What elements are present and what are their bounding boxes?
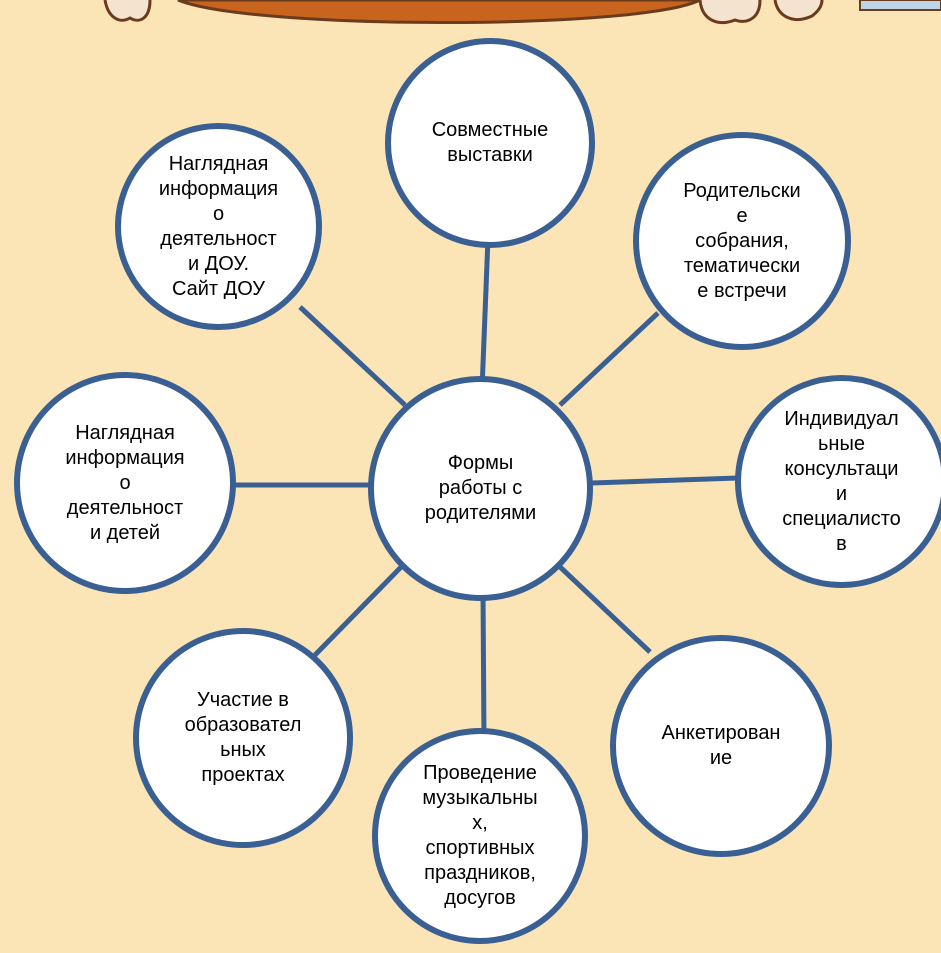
node-projects-label: Участие в образовател ьных проектах <box>184 689 302 786</box>
node-info-dou-label: Наглядная информация о деятельност и ДОУ… <box>158 152 279 300</box>
node-exhibitions-label: Совместные выставки <box>431 119 549 166</box>
node-info-children-label: Наглядная информация о деятельност и дет… <box>65 421 185 544</box>
node-holidays: Проведение музыкальны х, спортивных праз… <box>372 728 588 944</box>
connector-info-dou <box>298 305 407 407</box>
cartoon-hand-far-right <box>773 0 824 21</box>
node-exhibitions: Совместные выставки <box>385 38 595 248</box>
node-questionnaire-label: Анкетирован ие <box>661 722 781 769</box>
connector-projects <box>313 561 407 657</box>
node-meetings: Родительски е собрания, тематически е вс… <box>633 132 851 350</box>
cartoon-hand-left <box>103 0 152 22</box>
node-questionnaire: Анкетирован ие <box>610 635 832 857</box>
connector-meetings <box>558 311 660 407</box>
cartoon-hand-right <box>698 0 762 24</box>
cartoon-book <box>859 0 941 11</box>
node-center: Формы работы с родителями <box>368 376 593 601</box>
node-meetings-label: Родительски е собрания, тематически е вс… <box>683 179 801 302</box>
node-info-children: Наглядная информация о деятельност и дет… <box>14 372 236 594</box>
node-projects: Участие в образовател ьных проектах <box>133 628 353 848</box>
node-consultations-label: Индивидуал ьные консультаци и специалист… <box>782 407 901 555</box>
connector-holidays <box>480 591 487 741</box>
node-center-label: Формы работы с родителями <box>424 452 537 524</box>
cartoon-body <box>177 0 701 24</box>
node-consultations: Индивидуал ьные консультаци и специалист… <box>735 375 941 588</box>
connector-questionnaire <box>556 563 652 654</box>
connector-consultations <box>591 475 739 486</box>
node-holidays-label: Проведение музыкальны х, спортивных праз… <box>422 762 538 909</box>
cartoon-decoration <box>103 0 941 24</box>
node-info-dou: Наглядная информация о деятельност и ДОУ… <box>115 123 322 330</box>
